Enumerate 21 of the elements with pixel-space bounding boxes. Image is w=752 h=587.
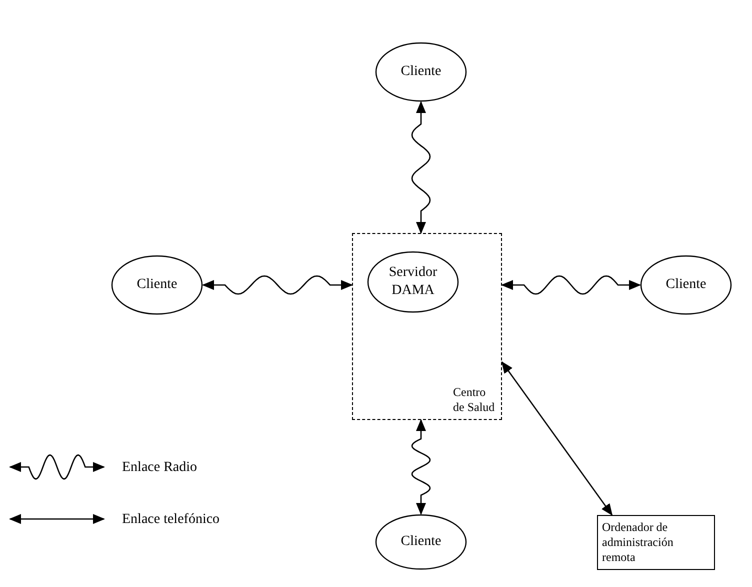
radio-link-arrow — [411, 419, 431, 515]
phone-link-arrow — [501, 361, 613, 516]
ellipse-node — [111, 255, 203, 315]
ellipse-node — [640, 255, 732, 315]
process-box — [597, 515, 715, 570]
legend-label: Enlace telefónico — [122, 510, 220, 528]
legend-label: Enlace Radio — [122, 458, 198, 476]
ellipse-node — [367, 251, 459, 313]
node-label: Centro de Salud — [453, 385, 496, 415]
node-label: Cliente — [400, 63, 442, 81]
node-label: Cliente — [400, 533, 442, 551]
radio-link-arrow — [501, 275, 641, 295]
node-label: Cliente — [664, 276, 708, 294]
ellipse-node — [375, 514, 467, 570]
node-label: Servidor DAMA — [388, 264, 438, 300]
ellipse-node — [375, 42, 467, 102]
node-label: Cliente — [136, 276, 178, 294]
dashed-group-box — [352, 233, 502, 420]
node-label: Ordenador de administración remota — [602, 520, 674, 565]
radio-link-arrow — [411, 101, 431, 234]
radio-link-arrow — [202, 275, 353, 295]
